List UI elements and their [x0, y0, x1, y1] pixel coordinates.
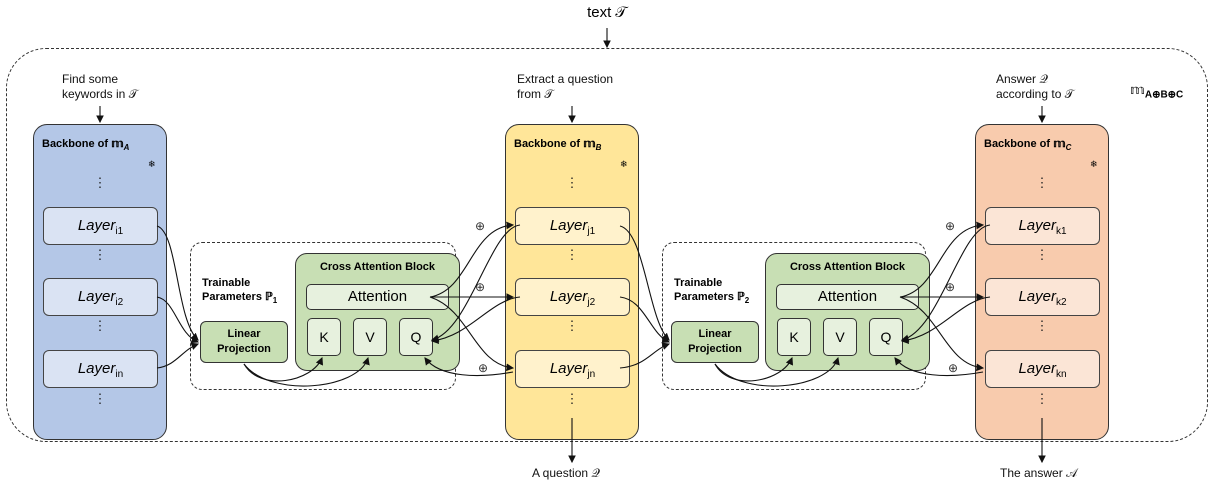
ellipsis-2: ⋮	[1035, 318, 1049, 333]
query-box: Q	[869, 318, 903, 356]
attention-box: Attention	[306, 284, 449, 310]
wire-proj1-k	[243, 356, 324, 382]
layer-kn: Layerkn	[985, 350, 1100, 388]
wire-attn2-kn	[899, 296, 985, 372]
layer-i1: Layeri1	[43, 207, 158, 245]
snowflake-icon: ❄	[620, 159, 628, 169]
composite-model-symbol: 𝕞	[1130, 82, 1145, 97]
wire-attn1-j1	[429, 221, 515, 298]
value-box: V	[353, 318, 387, 356]
wire-attn2-k1	[899, 221, 985, 298]
ellipsis-1: ⋮	[565, 247, 579, 262]
wire-in-proj	[156, 342, 200, 369]
cross-attention-block-1: Cross Attention Block Attention K V Q	[295, 253, 460, 371]
task-label-a: Find some keywords in 𝒯	[62, 72, 172, 102]
composite-model-border	[6, 48, 1208, 442]
task-label-c: Answer 𝒬 according to 𝒯	[996, 72, 1086, 102]
oplus-k1: ⊕	[945, 219, 956, 233]
backbone-b: Backbone of 𝕞B ❄ ⋮ Layerj1 ⋮ Layerj2 ⋮ L…	[505, 124, 639, 440]
ellipsis-bottom: ⋮	[93, 391, 107, 406]
layer-j1: Layerj1	[515, 207, 630, 245]
wire-j2-q1	[430, 296, 521, 344]
wire-k1-q2	[900, 224, 991, 343]
layer-k1: Layerk1	[985, 207, 1100, 245]
ellipsis-top: ⋮	[565, 175, 579, 190]
wire-i1-proj	[156, 225, 199, 341]
ellipsis-top: ⋮	[1035, 175, 1049, 190]
backbone-c-title: Backbone of 𝕞C	[984, 138, 1072, 153]
wire-jn-q1	[424, 357, 514, 376]
trainable-params-2-label: Trainable Parameters ℙ2	[674, 277, 750, 306]
wire-jn-proj	[619, 342, 671, 369]
wire-attn1-jn	[429, 296, 515, 372]
layer-j2: Layerj2	[515, 278, 630, 316]
oplus-j1: ⊕	[475, 219, 486, 233]
ellipsis-bottom: ⋮	[1035, 391, 1049, 406]
oplus-k2: ⊕	[945, 280, 956, 294]
output-question-label: A question 𝒬	[532, 466, 600, 480]
wire-proj1-v	[243, 356, 370, 387]
wire-k2-q2	[900, 296, 991, 344]
composite-model-label: 𝕞A⊕B⊕C	[1130, 82, 1183, 101]
key-box: K	[307, 318, 341, 356]
layer-i2: Layeri2	[43, 278, 158, 316]
wire-j1-proj	[619, 225, 670, 341]
key-box: K	[777, 318, 811, 356]
wire-kn-q2	[894, 357, 984, 376]
trainable-params-1-label: Trainable Parameters ℙ1	[202, 277, 278, 306]
attention-box: Attention	[776, 284, 919, 310]
wire-i2-proj	[156, 296, 200, 344]
cross-attention-title: Cross Attention Block	[789, 261, 906, 273]
oplus-kn: ⊕	[948, 361, 959, 375]
value-box: V	[823, 318, 857, 356]
composite-model-subscript: A⊕B⊕C	[1144, 89, 1184, 101]
backbone-b-title: Backbone of 𝕞B	[514, 138, 602, 153]
oplus-j2: ⊕	[475, 280, 486, 294]
wire-proj2-k	[714, 356, 794, 382]
backbone-a: Backbone of 𝕞A ❄ ⋮ Layeri1 ⋮ Layeri2 ⋮ L…	[33, 124, 167, 440]
layer-in: Layerin	[43, 350, 158, 388]
task-label-b: Extract a question from 𝒯	[517, 72, 627, 102]
layer-k2: Layerk2	[985, 278, 1100, 316]
wire-j2-proj	[619, 296, 671, 343]
ellipsis-2: ⋮	[93, 318, 107, 333]
layer-jn: Layerjn	[515, 350, 630, 388]
output-answer-label: The answer 𝒜	[1000, 466, 1078, 480]
snowflake-icon: ❄	[1090, 159, 1098, 169]
task-text-a: Find some keywords in 𝒯	[62, 72, 138, 101]
task-text-b: Extract a question from 𝒯	[517, 72, 614, 101]
backbone-a-title: Backbone of 𝕞A	[42, 138, 130, 153]
snowflake-icon: ❄	[148, 159, 156, 169]
cross-attention-title: Cross Attention Block	[319, 261, 436, 273]
ellipsis-2: ⋮	[565, 318, 579, 333]
ellipsis-top: ⋮	[93, 175, 107, 190]
wire-proj2-v	[714, 356, 840, 387]
wire-j1-q1	[430, 224, 521, 343]
ellipsis-1: ⋮	[93, 247, 107, 262]
ellipsis-bottom: ⋮	[565, 391, 579, 406]
input-text-label: text 𝒯	[587, 4, 627, 21]
oplus-jn: ⊕	[478, 361, 489, 375]
ellipsis-1: ⋮	[1035, 247, 1049, 262]
task-text-c: Answer 𝒬 according to 𝒯	[996, 72, 1074, 101]
cross-attention-block-2: Cross Attention Block Attention K V Q	[765, 253, 930, 371]
